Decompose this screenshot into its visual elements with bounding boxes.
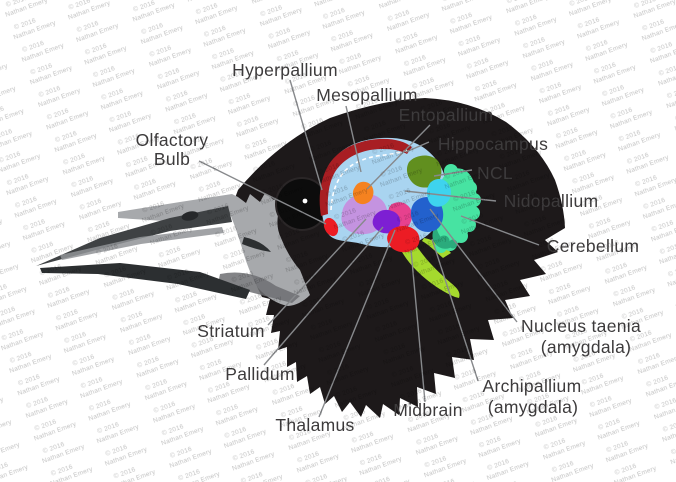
label-archipallium-line1: Archipallium [483,376,582,396]
label-pallidum: Pallidum [225,364,295,384]
label-archipallium-line2: (amygdala) [488,397,579,417]
eye-highlight [302,198,308,204]
label-entopallium: Entopallium [399,105,494,125]
label-nucleus-taenia-line1: Nucleus taenia [521,316,641,336]
label-nucleus-taenia-line2: (amygdala) [541,337,632,357]
label-cerebellum: Cerebellum [547,236,639,256]
label-ncl: NCL [477,163,513,183]
label-midbrain: Midbrain [393,400,463,420]
label-mesopallium: Mesopallium [316,85,418,105]
label-nidopallium: Nidopallium [504,191,599,211]
label-hippocampus: Hippocampus [438,134,548,154]
label-hyperpallium: Hyperpallium [232,60,338,80]
label-olfactory-line1: Olfactory [136,130,209,150]
label-thalamus: Thalamus [275,415,354,435]
label-striatum: Striatum [197,321,265,341]
label-olfactory-line2: Bulb [154,149,190,169]
